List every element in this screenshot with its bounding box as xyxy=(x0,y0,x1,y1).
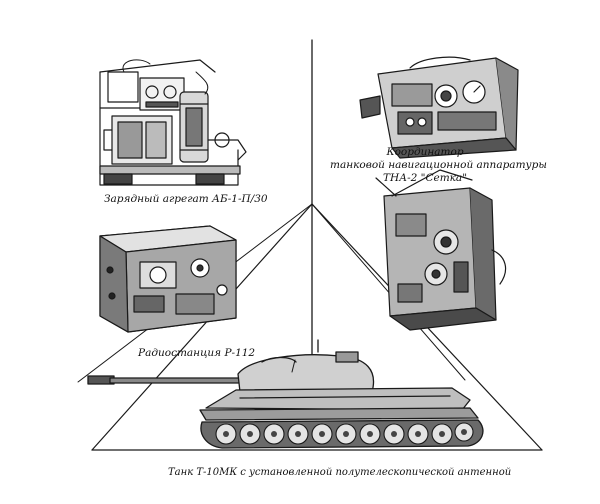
tank-caption: Танк Т-10МК с установленной полутелескоп… xyxy=(168,467,512,478)
coordinator-device-drawing xyxy=(359,56,519,159)
tank-drawing xyxy=(87,339,484,449)
charger-caption: Зарядный агрегат АБ-1-П/30 xyxy=(104,193,268,205)
coordinator-caption-line-2: танковой навигационной аппаратуры xyxy=(330,159,547,171)
coordinator-caption: Координатор танковой навигационной аппар… xyxy=(330,146,547,185)
charger-unit-drawing xyxy=(99,59,247,186)
radio-station-drawing xyxy=(99,225,237,333)
coordinator-caption-line-3: ТНА-2 "Сетка" xyxy=(382,172,468,184)
navigation-unit-drawing xyxy=(375,169,507,331)
radio-caption: Радиостанция Р-112 xyxy=(138,347,256,359)
coordinator-caption-line-1: Координатор xyxy=(386,146,464,158)
